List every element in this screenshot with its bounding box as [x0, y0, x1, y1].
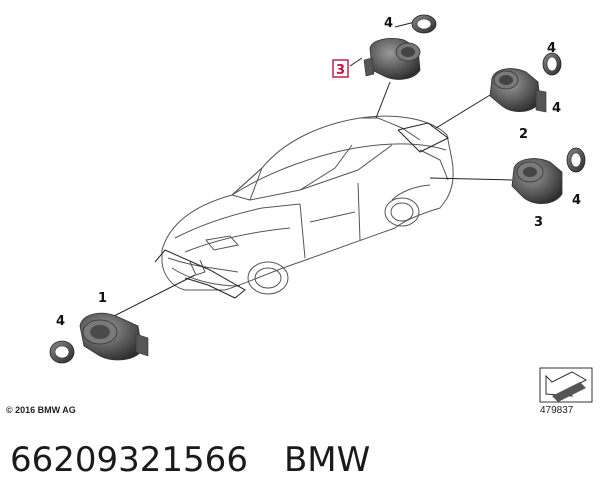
copyright-text: © 2016 BMW AG: [6, 405, 76, 415]
callout-ring-right-lower: 4: [572, 193, 581, 208]
part-caption: 66209321566 BMW: [10, 440, 370, 480]
ring-front: [49, 340, 75, 364]
callout-sensor-top-highlight: 3: [336, 63, 345, 78]
ring-top: [411, 14, 437, 34]
car-outline: [161, 115, 454, 295]
part-number: 66209321566: [10, 440, 248, 480]
callout-ring-right-upper: 4: [547, 41, 556, 56]
sensor-top: [363, 38, 421, 80]
callout-ring-front: 4: [56, 314, 65, 329]
brand-name: BMW: [283, 440, 371, 480]
callout-sensor-side-right: 3: [534, 215, 543, 230]
highlight-box: [332, 59, 349, 78]
ring-right-lower: [566, 147, 586, 173]
callout-sensor-front: 1: [98, 291, 107, 306]
ring-right-upper: [542, 52, 562, 76]
callout-ring-right-upper-4: 4: [552, 101, 561, 116]
callout-sensor-rear-right: 2: [519, 127, 528, 142]
sensor-rear-right: [489, 68, 547, 113]
leader-lines: [109, 21, 513, 319]
sensor-front: [79, 312, 149, 361]
direction-arrow-icon: [539, 367, 593, 403]
callout-ring-top: 4: [384, 16, 393, 31]
sensor-side-right: [511, 158, 563, 204]
diagram-reference-number: 479837: [540, 405, 574, 416]
